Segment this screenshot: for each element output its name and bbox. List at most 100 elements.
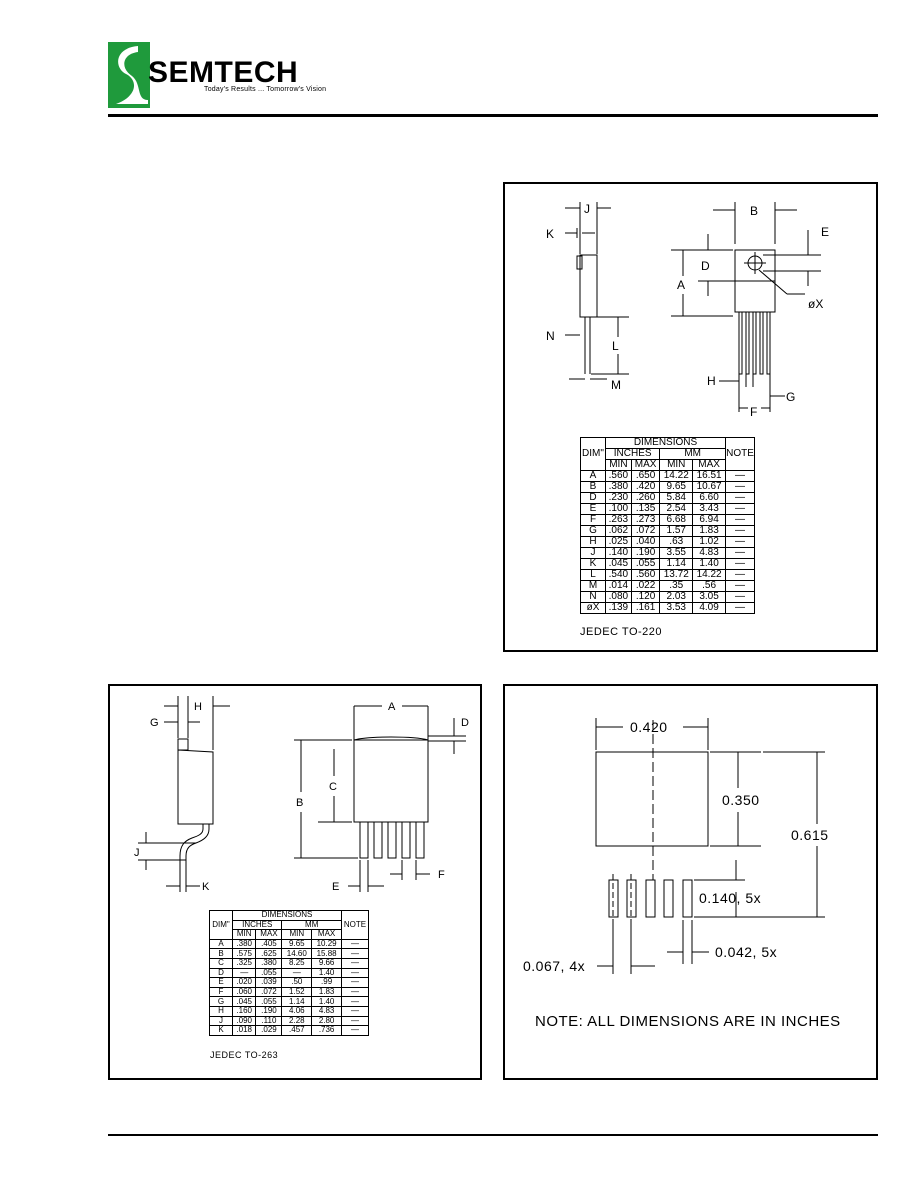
to263-panel: [108, 684, 482, 1080]
table-cell-in-max: .055: [255, 967, 283, 979]
to220-label-b: B: [750, 204, 758, 218]
table-cell-in-min: .045: [605, 558, 632, 570]
table-cell-in-max: .190: [630, 547, 661, 559]
to263-label-h: H: [194, 701, 202, 713]
table-cell-mm-max: 1.40: [311, 996, 342, 1007]
to220-label-g: G: [786, 390, 795, 404]
table-row: E.020.039.50.99—: [209, 977, 369, 988]
table-cell-mm-max: 3.43: [692, 503, 726, 515]
to220-label-h: H: [707, 374, 716, 388]
table-cell-note: —: [725, 602, 755, 614]
table-cell-in-min: .160: [231, 1005, 257, 1017]
to220-dimensions-table: DIM" DIMENSIONS NOTE INCHES MM MIN MAX M…: [580, 437, 755, 614]
table-cell-dim: H: [209, 1005, 233, 1017]
table-cell-mm-max: 4.09: [692, 602, 726, 614]
table-cell-dim: K: [580, 558, 606, 570]
table-cell-mm-min: 1.14: [659, 558, 694, 570]
to263-label-d: D: [461, 717, 469, 729]
table-cell-mm-max: 16.51: [692, 470, 726, 482]
table-header-min: MIN: [659, 459, 694, 471]
table-header-min: MIN: [605, 459, 632, 471]
table-cell-mm-min: 1.52: [281, 986, 313, 998]
table-cell-dim: G: [209, 996, 233, 1007]
table-cell-mm-max: 1.83: [311, 986, 342, 998]
table-cell-dim: B: [580, 481, 606, 493]
table-cell-mm-max: 2.80: [311, 1015, 342, 1027]
table-cell-mm-max: 1.40: [692, 558, 726, 570]
table-cell-note: —: [725, 547, 755, 559]
table-cell-in-min: .014: [605, 580, 632, 592]
footprint-drawing: 0.420 0.350 0.615 0.140, 5x 0.042, 5x 0.…: [523, 718, 841, 1030]
table-cell-dim: J: [209, 1015, 233, 1027]
table-cell-in-min: .540: [605, 569, 632, 581]
to263-label-k: K: [202, 881, 210, 893]
table-cell-mm-min: 1.14: [281, 996, 313, 1007]
header-rule: [108, 114, 878, 117]
table-cell-mm-max: 10.29: [311, 938, 342, 950]
to263-label-b: B: [296, 797, 303, 809]
table-cell-in-min: .230: [605, 492, 632, 504]
table-cell-in-min: .263: [605, 514, 632, 526]
table-cell-in-min: .575: [231, 948, 257, 959]
table-cell-dim: øX: [580, 602, 606, 614]
footprint-lead-pitch-label: 0.067, 4x: [523, 958, 585, 974]
table-cell-dim: N: [580, 591, 606, 603]
table-cell-mm-max: 4.83: [692, 547, 726, 559]
brand-tagline: Today's Results ... Tomorrow's Vision: [204, 86, 327, 93]
table-cell-in-max: .405: [255, 938, 283, 950]
to263-dimensions-table: DIM" DIMENSIONS NOTE INCHES MM MIN MAX M…: [209, 910, 369, 1036]
table-cell-in-min: .080: [605, 591, 632, 603]
table-cell-mm-min: .35: [659, 580, 694, 592]
table-cell-note: —: [725, 514, 755, 526]
table-cell-in-min: .060: [231, 986, 257, 998]
table-cell-note: —: [341, 1025, 369, 1036]
table-row: K.018.029.457.736—: [209, 1025, 369, 1036]
table-header-mm: MM: [281, 919, 342, 931]
table-cell-in-min: .140: [605, 547, 632, 559]
table-cell-in-min: .380: [605, 481, 632, 493]
table-title: DIMENSIONS: [605, 437, 726, 449]
table-cell-mm-max: 15.88: [311, 948, 342, 959]
table-cell-mm-min: 9.65: [281, 938, 313, 950]
table-cell-mm-max: 3.05: [692, 591, 726, 603]
to263-label-f: F: [438, 869, 445, 881]
footprint-note: NOTE: ALL DIMENSIONS ARE IN INCHES: [535, 1013, 841, 1030]
table-cell-in-max: .650: [630, 470, 661, 482]
table-cell-mm-min: 1.57: [659, 525, 694, 537]
table-header-inches: INCHES: [231, 919, 283, 931]
table-cell-note: —: [725, 580, 755, 592]
table-cell-dim: C: [209, 957, 233, 969]
table-header-note: NOTE: [341, 910, 369, 940]
table-cell-dim: F: [580, 514, 606, 526]
table-cell-note: —: [725, 525, 755, 537]
table-cell-in-min: .062: [605, 525, 632, 537]
table-cell-mm-min: 2.28: [281, 1015, 313, 1027]
table-cell-in-min: .025: [605, 536, 632, 548]
table-row: D—.055—1.40—: [209, 967, 369, 979]
table-header-max: MAX: [311, 929, 342, 940]
table-cell-in-min: .380: [231, 938, 257, 950]
table-cell-in-max: .039: [255, 977, 283, 988]
to263-drawing: H G A D C B J K E F: [134, 696, 469, 893]
to220-label-l: L: [612, 339, 619, 353]
table-cell-note: —: [341, 938, 369, 950]
table-cell-dim: M: [580, 580, 606, 592]
table-cell-in-max: .029: [255, 1025, 283, 1036]
footprint-pad-height-label: 0.350: [722, 792, 760, 808]
table-cell-in-max: .161: [630, 602, 661, 614]
table-cell-dim: K: [209, 1025, 233, 1036]
table-cell-mm-min: .50: [281, 977, 313, 988]
table-cell-in-max: .625: [255, 948, 283, 959]
semtech-logo-icon: [108, 42, 150, 108]
to263-label-j: J: [134, 847, 140, 859]
table-cell-mm-max: 1.02: [692, 536, 726, 548]
table-cell-mm-min: 3.55: [659, 547, 694, 559]
table-cell-in-max: .022: [630, 580, 661, 592]
